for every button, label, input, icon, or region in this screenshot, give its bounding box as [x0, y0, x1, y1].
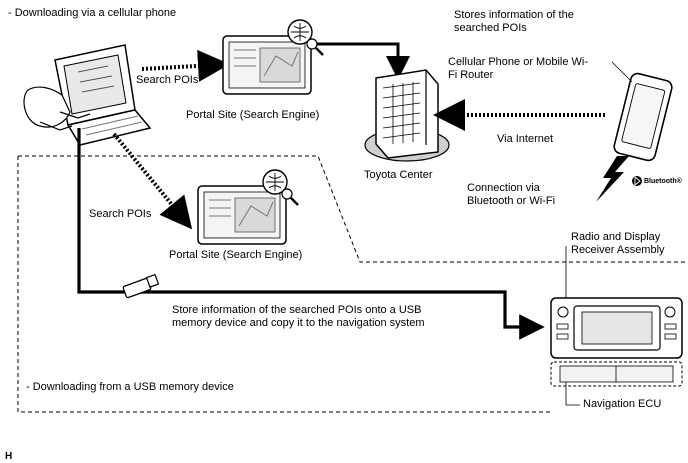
cellular-device-label: Cellular Phone or Mobile Wi-Fi Router — [448, 56, 588, 81]
bluetooth-logo-text: Bluetooth® — [644, 178, 682, 185]
phone-callout-line — [611, 61, 633, 83]
portal-site-bottom-label: Portal Site (Search Engine) — [169, 249, 303, 261]
radio-display-label: Radio and Display Receiver Assembly — [571, 231, 665, 256]
via-internet-label: Via Internet — [497, 133, 554, 145]
cellular-method-title: - Downloading via a cellular phone — [8, 7, 177, 19]
toyota-center-building-icon — [364, 69, 450, 162]
connection-via-label: Connection via Bluetooth or Wi-Fi — [467, 182, 556, 207]
link-portal-to-center — [317, 42, 410, 80]
portal-browser-top-icon — [222, 19, 324, 95]
corner-mark: H — [5, 451, 13, 462]
bluetooth-icon — [632, 176, 642, 186]
wireless-link-top-portal — [141, 49, 230, 82]
portal-site-top-label: Portal Site (Search Engine) — [186, 109, 320, 121]
wireless-link-bottom-portal — [112, 132, 193, 230]
ecu-callout-line — [565, 382, 580, 406]
usb-method-title: - Downloading from a USB memory device — [26, 381, 234, 393]
store-info-label: Store information of the searched POIs o… — [172, 304, 425, 329]
navigation-ecu-label: Navigation ECU — [583, 398, 662, 410]
laptop-icon — [23, 44, 152, 146]
usb-memory-icon — [122, 273, 160, 299]
usb-method-boundary — [17, 155, 688, 413]
usb-transfer-path — [77, 128, 545, 340]
search-pois-bottom-label: Search POIs — [89, 208, 152, 220]
stores-info-label: Stores information of the searched POIs — [454, 9, 574, 34]
smartphone-icon — [613, 72, 673, 162]
portal-browser-bottom-icon — [197, 169, 299, 245]
toyota-center-label: Toyota Center — [364, 169, 433, 181]
radio-display-receiver-icon — [550, 297, 683, 387]
wireless-signal-icon — [596, 156, 629, 202]
search-pois-top-label: Search POIs — [136, 74, 199, 86]
